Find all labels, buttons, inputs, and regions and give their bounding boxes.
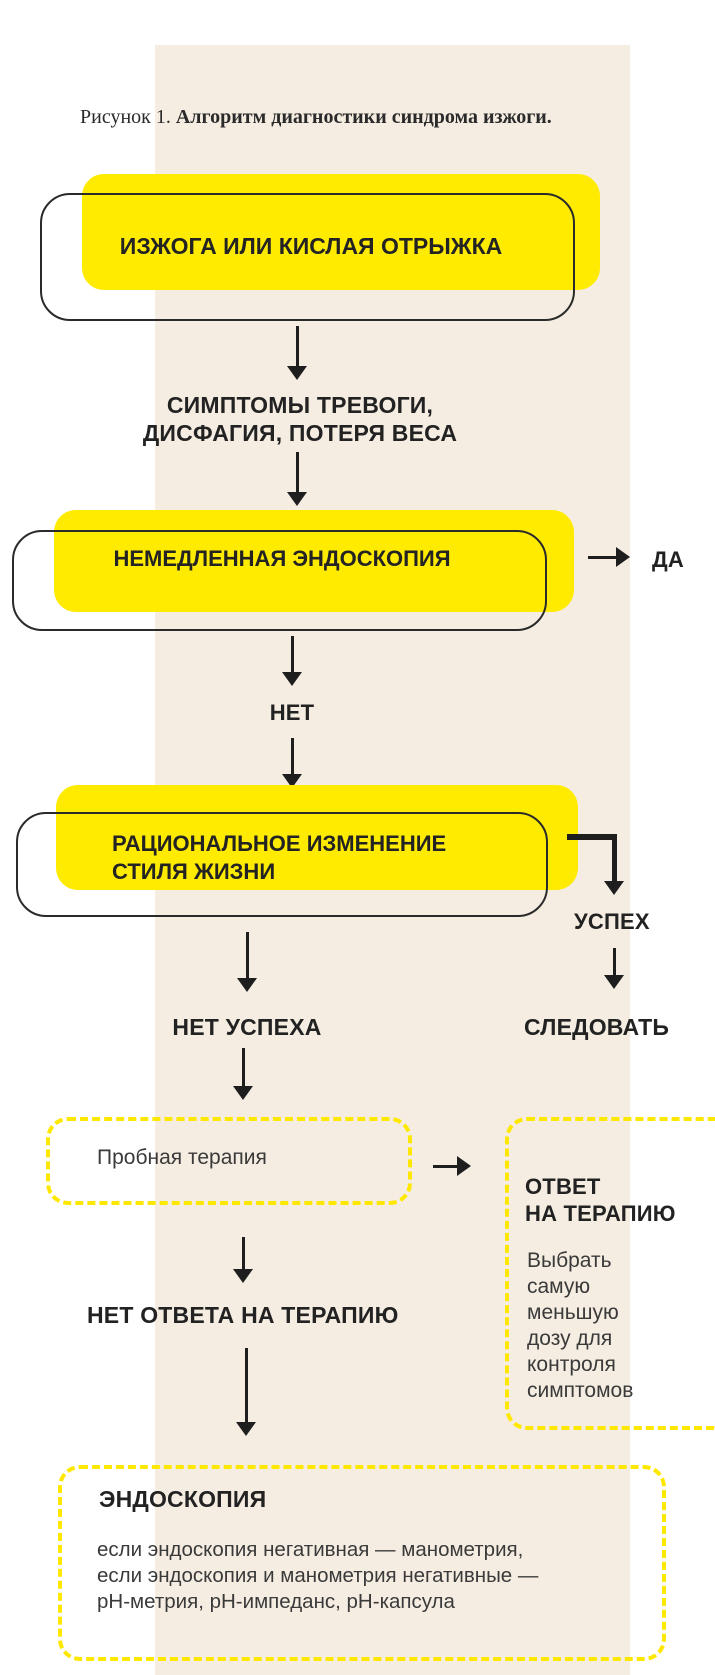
alarm-symptoms-label: СИМПТОМЫ ТРЕВОГИ, ДИСФАГИЯ, ПОТЕРЯ ВЕСА — [110, 391, 490, 447]
arrow-trial-to-response-shaft — [433, 1165, 459, 1168]
arrow-no-to-lifestyle-head — [282, 774, 302, 788]
arrow-no-to-lifestyle-shaft — [291, 738, 294, 776]
trial-therapy-label: Пробная терапия — [97, 1146, 267, 1169]
response-desc-line-1: Выбрать — [527, 1249, 612, 1272]
arrow-trial-to-noresponse-shaft — [242, 1237, 245, 1271]
arrow-success-horizontal — [567, 834, 617, 840]
arrow-success-to-follow-shaft — [613, 948, 616, 978]
figure-number: Рисунок 1. — [80, 106, 171, 128]
alarm-symptoms-line-2: ДИСФАГИЯ, ПОТЕРЯ ВЕСА — [142, 420, 458, 446]
success-label: УСПЕХ — [574, 909, 650, 934]
endoscopy-description: если эндоскопия негативная — манометрия,… — [97, 1537, 538, 1615]
arrow-lifestyle-to-nosuccess-shaft — [246, 932, 249, 980]
lifestyle-label: РАЦИОНАЛЬНОЕ ИЗМЕНЕНИЕ СТИЛЯ ЖИЗНИ — [112, 830, 532, 886]
lifestyle-highlight — [56, 785, 578, 890]
response-therapy-title: ОТВЕТ НА ТЕРАПИЮ — [525, 1173, 676, 1227]
follow-label: СЛЕДОВАТЬ — [524, 1014, 670, 1040]
arrow-lifestyle-to-nosuccess-head — [237, 978, 257, 992]
lifestyle-box — [16, 812, 548, 917]
response-desc-line-6: симптомов — [527, 1379, 634, 1402]
endoscopy-title: ЭНДОСКОПИЯ — [99, 1486, 267, 1512]
no-label: НЕТ — [269, 700, 315, 725]
arrow-yes-shaft — [588, 556, 618, 559]
heartburn-label: ИЗЖОГА ИЛИ КИСЛАЯ ОТРЫЖКА — [119, 233, 503, 259]
endoscopy-line-3: pH-метрия, pH-импеданс, pH-капсула — [97, 1590, 455, 1613]
arrow-success-to-follow-head — [604, 975, 624, 989]
trial-therapy-box — [46, 1117, 412, 1205]
yes-label: ДА — [652, 547, 684, 572]
arrow-alarm-to-endoscopy-head — [287, 492, 307, 506]
no-response-label: НЕТ ОТВЕТА НА ТЕРАПИЮ — [87, 1302, 399, 1328]
lifestyle-line-1: РАЦИОНАЛЬНОЕ ИЗМЕНЕНИЕ — [112, 831, 447, 856]
arrow-success-vertical — [612, 834, 617, 884]
response-desc-line-5: контроля — [527, 1353, 616, 1376]
arrow-endoscopy-to-no-shaft — [291, 636, 294, 674]
arrow-nosuccess-to-trial-shaft — [242, 1048, 245, 1088]
response-title-line-1: ОТВЕТ — [525, 1174, 601, 1199]
arrow-trial-to-response-head — [457, 1156, 471, 1176]
arrow-nosuccess-to-trial-head — [233, 1086, 253, 1100]
endoscopy-line-1: если эндоскопия негативная — манометрия, — [97, 1538, 524, 1561]
arrow-yes-head — [616, 547, 630, 567]
response-therapy-box — [505, 1117, 715, 1430]
response-therapy-description: Выбрать самую меньшую дозу для контроля … — [527, 1248, 633, 1404]
response-desc-line-3: меньшую — [527, 1301, 619, 1324]
immediate-endoscopy-highlight — [54, 510, 574, 612]
immediate-endoscopy-box — [12, 530, 547, 631]
arrow-trial-to-noresponse-head — [233, 1269, 253, 1283]
arrow-success-head — [604, 881, 624, 895]
response-title-line-2: НА ТЕРАПИЮ — [525, 1201, 676, 1226]
arrow-noresponse-to-endoscopy-head — [236, 1422, 256, 1436]
arrow-endoscopy-to-no-head — [282, 672, 302, 686]
endoscopy-box — [58, 1465, 666, 1661]
arrow-alarm-to-endoscopy-shaft — [296, 452, 299, 494]
arrow-heartburn-to-alarm-head — [287, 366, 307, 380]
arrow-noresponse-to-endoscopy-shaft — [245, 1348, 248, 1424]
lifestyle-line-2: СТИЛЯ ЖИЗНИ — [112, 859, 276, 884]
response-desc-line-4: дозу для — [527, 1327, 613, 1350]
response-desc-line-2: самую — [527, 1275, 591, 1298]
alarm-symptoms-line-1: СИМПТОМЫ ТРЕВОГИ, — [166, 392, 434, 418]
heartburn-box — [40, 193, 575, 321]
figure-title: Алгоритм диагностики синдрома изжоги. — [175, 106, 552, 128]
no-success-label: НЕТ УСПЕХА — [172, 1014, 322, 1040]
immediate-endoscopy-label: НЕМЕДЛЕННАЯ ЭНДОСКОПИЯ — [113, 546, 451, 571]
arrow-heartburn-to-alarm-shaft — [296, 326, 299, 368]
figure-caption: Рисунок 1. Алгоритм диагностики синдрома… — [80, 104, 620, 131]
endoscopy-line-2: если эндоскопия и манометрия негативные … — [97, 1564, 539, 1587]
